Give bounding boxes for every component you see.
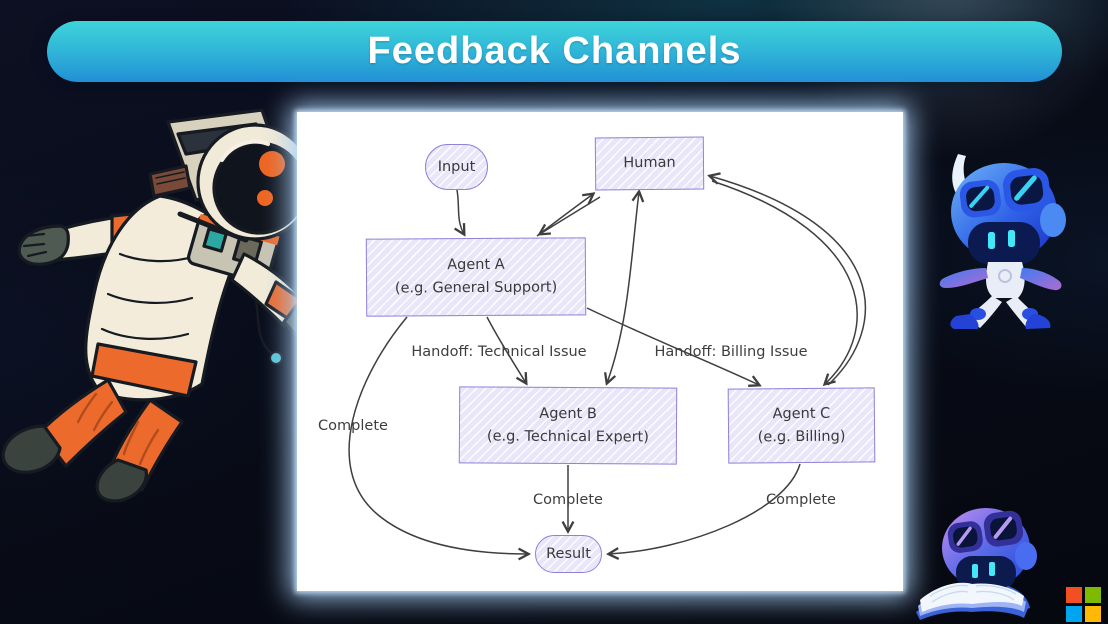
- edge-label-handoff-technical: Handoff: Technical Issue: [411, 344, 587, 360]
- astronaut-illustration: [1, 108, 346, 503]
- edge-label-complete-left: Complete: [318, 418, 388, 434]
- node-agent-c-subtitle: (e.g. Billing): [757, 428, 846, 445]
- ms-logo-blue-square: [1066, 606, 1082, 622]
- node-human: Human: [594, 136, 705, 191]
- node-agent-a-subtitle: (e.g. General Support): [394, 279, 558, 297]
- node-human-label: Human: [623, 154, 676, 172]
- flowchart-panel: Input Human Agent A (e.g. General Suppor…: [297, 112, 903, 591]
- node-agent-c-title: Agent C: [772, 405, 831, 422]
- microsoft-logo: [1066, 587, 1101, 622]
- flowchart-edges: [348, 112, 867, 591]
- title-banner: Feedback Channels: [47, 21, 1062, 82]
- node-agent-b-title: Agent B: [539, 405, 597, 422]
- robot-waving-illustration: [939, 154, 1066, 329]
- node-agent-a: Agent A (e.g. General Support): [365, 237, 587, 317]
- node-agent-a-title: Agent A: [447, 256, 505, 274]
- robot-reading-illustration: [916, 508, 1037, 620]
- ms-logo-yellow-square: [1085, 606, 1101, 622]
- node-input-label: Input: [437, 158, 476, 175]
- node-agent-c: Agent C (e.g. Billing): [727, 387, 876, 464]
- node-result-label: Result: [546, 545, 591, 562]
- ms-logo-green-square: [1085, 587, 1101, 603]
- node-agent-b: Agent B (e.g. Technical Expert): [458, 386, 678, 465]
- edge-label-handoff-billing: Handoff: Billing Issue: [654, 344, 808, 360]
- page-title: Feedback Channels: [367, 30, 742, 72]
- edge-label-complete-right: Complete: [766, 492, 836, 508]
- node-input: Input: [425, 144, 488, 190]
- node-agent-b-subtitle: (e.g. Technical Expert): [486, 428, 649, 445]
- node-result: Result: [535, 535, 602, 573]
- ms-logo-red-square: [1066, 587, 1082, 603]
- edge-label-complete-middle: Complete: [533, 492, 603, 508]
